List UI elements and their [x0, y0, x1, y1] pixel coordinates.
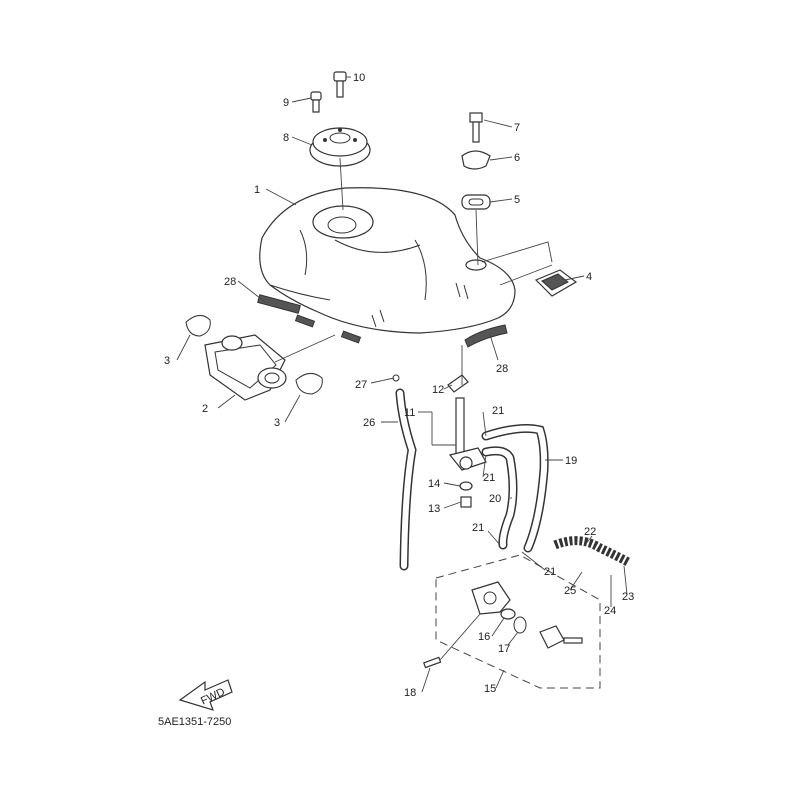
bolt-9	[310, 91, 322, 113]
callout-26: 26	[363, 417, 375, 429]
fuel-cock-assembly	[392, 345, 631, 571]
callout-16: 16	[478, 631, 490, 643]
forward-direction-arrow: FWD	[178, 679, 233, 711]
callout-22: 22	[584, 526, 596, 538]
callout-2: 2	[202, 403, 208, 415]
callout-7: 7	[514, 122, 520, 134]
damper-strips	[257, 294, 508, 348]
callout-13: 13	[428, 503, 440, 515]
callout-21: 21	[492, 405, 504, 417]
callout-6: 6	[514, 152, 520, 164]
filler-cap-assembly	[309, 71, 371, 211]
callout-11: 11	[404, 407, 415, 419]
callout-18: 18	[404, 687, 416, 699]
callout-15: 15	[484, 683, 496, 695]
callout-12: 12	[432, 384, 444, 396]
fuel-pump-group	[423, 554, 601, 689]
callout-leaders	[176, 76, 628, 693]
callout-24: 24	[604, 605, 616, 617]
callout-10: 10	[353, 72, 365, 84]
callout-19: 19	[565, 455, 577, 467]
callout-25: 25	[564, 585, 576, 597]
tank-bracket	[185, 315, 336, 401]
callout-21: 21	[483, 472, 495, 484]
callout-20: 20	[489, 493, 501, 505]
callout-4: 4	[586, 271, 592, 283]
callout-21: 21	[472, 522, 484, 534]
bolt-10	[333, 71, 347, 98]
callout-3: 3	[274, 417, 280, 429]
callout-28: 28	[224, 276, 236, 288]
callout-1: 1	[254, 184, 260, 196]
callout-14: 14	[428, 478, 440, 490]
diagram-code: 5AE1351-7250	[158, 716, 232, 728]
callout-9: 9	[283, 97, 289, 109]
callout-23: 23	[622, 591, 634, 603]
callout-5: 5	[514, 194, 520, 206]
bracket-parts	[461, 112, 578, 297]
callout-28: 28	[496, 363, 508, 375]
callout-17: 17	[498, 643, 510, 655]
fuel-tank	[259, 187, 516, 344]
callout-8: 8	[283, 132, 289, 144]
callout-27: 27	[355, 379, 367, 391]
callout-21: 21	[544, 566, 556, 578]
callout-3: 3	[164, 355, 170, 367]
callout-labels: 1 2 3 3 4 5 6 7 8 9 10 11 12 13 14 15 16…	[164, 72, 634, 699]
